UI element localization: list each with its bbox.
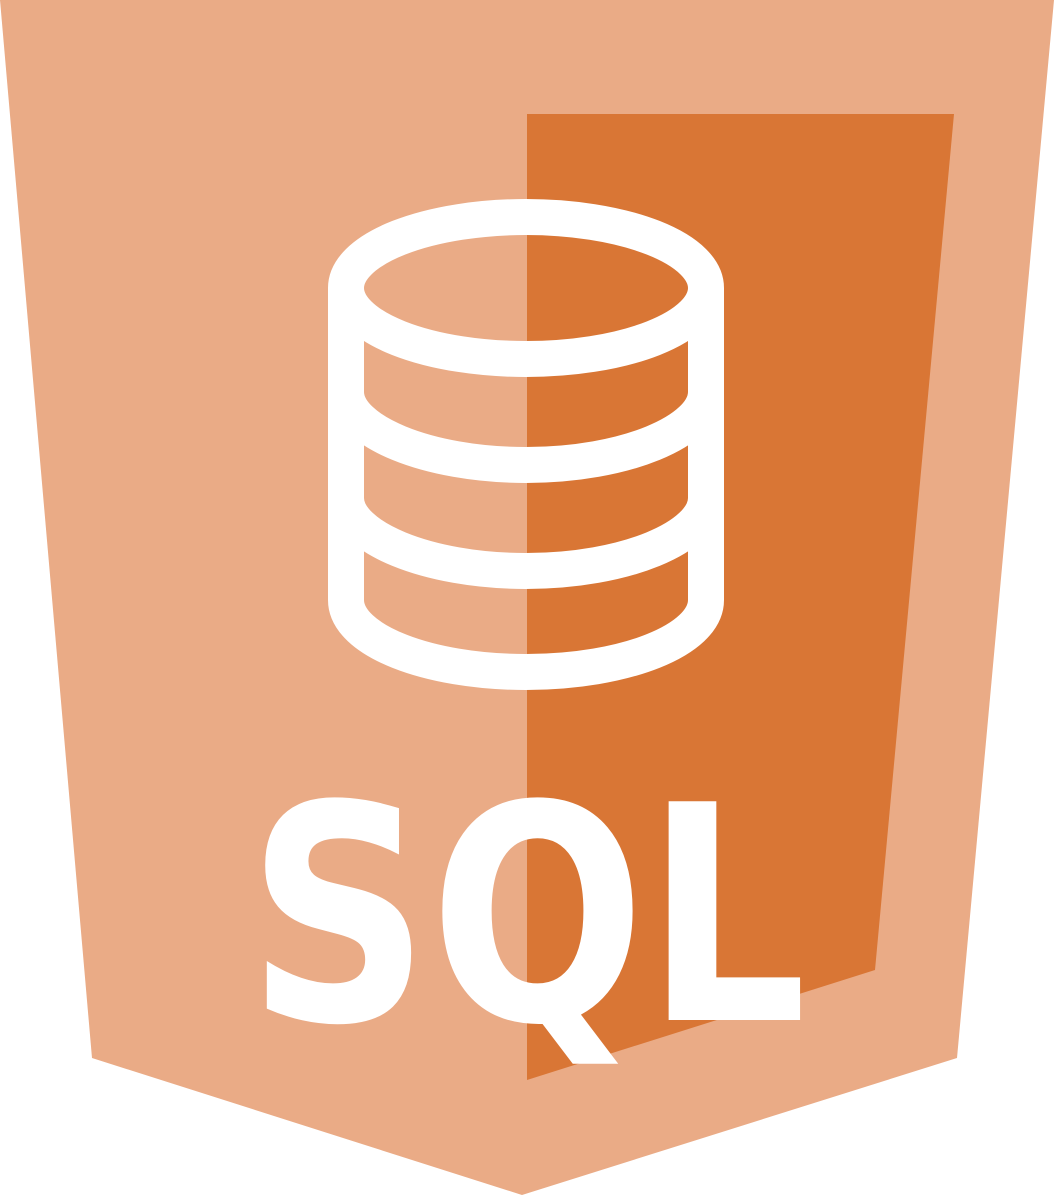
sql-wordmark: SQL <box>247 742 807 1091</box>
database-ring-1 <box>328 389 724 483</box>
database-bottom-disc <box>328 597 724 690</box>
wordmark-text: SQL <box>247 742 807 1091</box>
database-ring-2 <box>328 495 724 589</box>
database-icon <box>328 199 724 690</box>
